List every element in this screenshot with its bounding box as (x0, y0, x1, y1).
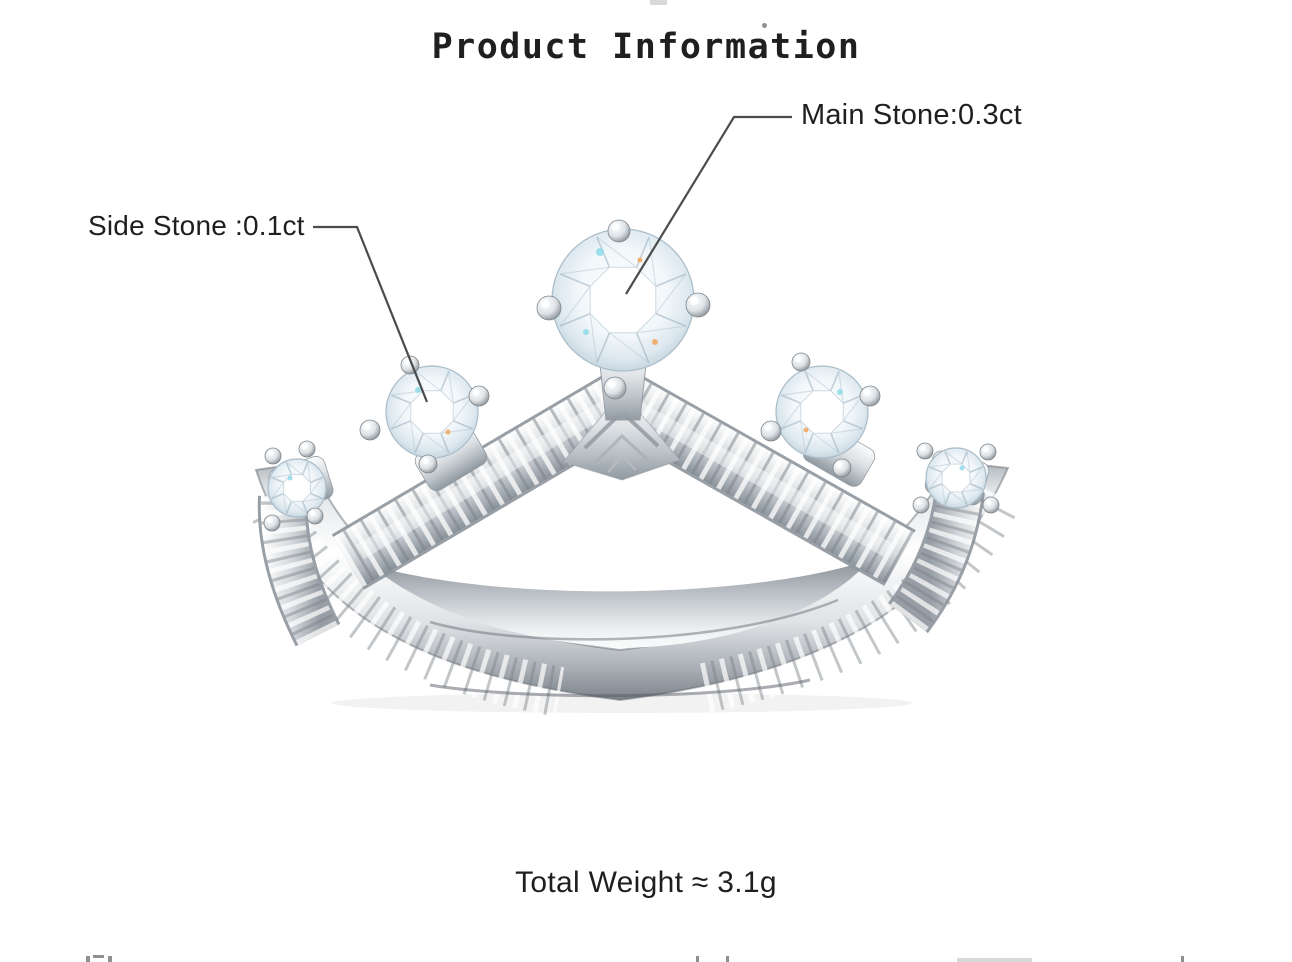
ring-chevron-arm-left (331, 375, 635, 590)
ring-shadow (332, 693, 912, 713)
ring-chevron-arm-right (610, 375, 916, 586)
side-stone-lower-right (912, 442, 1000, 514)
cropped-text-artifact (762, 23, 767, 28)
cropped-text-artifact (86, 956, 90, 962)
total-weight-label: Total Weight ≈ 3.1g (515, 866, 777, 899)
cropped-text-artifact (1181, 956, 1184, 962)
side-stone-upper-left (359, 355, 490, 474)
cropped-text-artifact (108, 956, 112, 962)
cropped-text-artifact (93, 955, 104, 958)
cropped-text-artifact (726, 956, 729, 962)
cropped-text-artifact (650, 0, 667, 5)
ring-inner-wall (370, 560, 870, 648)
side-stone-label: Side Stone :0.1ct (88, 210, 305, 241)
page-title: Product Information (431, 27, 861, 67)
side-stone-callout-line (313, 225, 429, 403)
cropped-text-artifact (696, 956, 699, 962)
main-stone-label: Main Stone:0.3ct (801, 99, 1022, 131)
main-stone (536, 219, 711, 400)
main-stone-callout-line (625, 115, 792, 295)
side-stone-lower-left (263, 440, 327, 532)
side-stone-upper-right (760, 352, 881, 478)
cropped-text-artifact (957, 958, 1032, 962)
